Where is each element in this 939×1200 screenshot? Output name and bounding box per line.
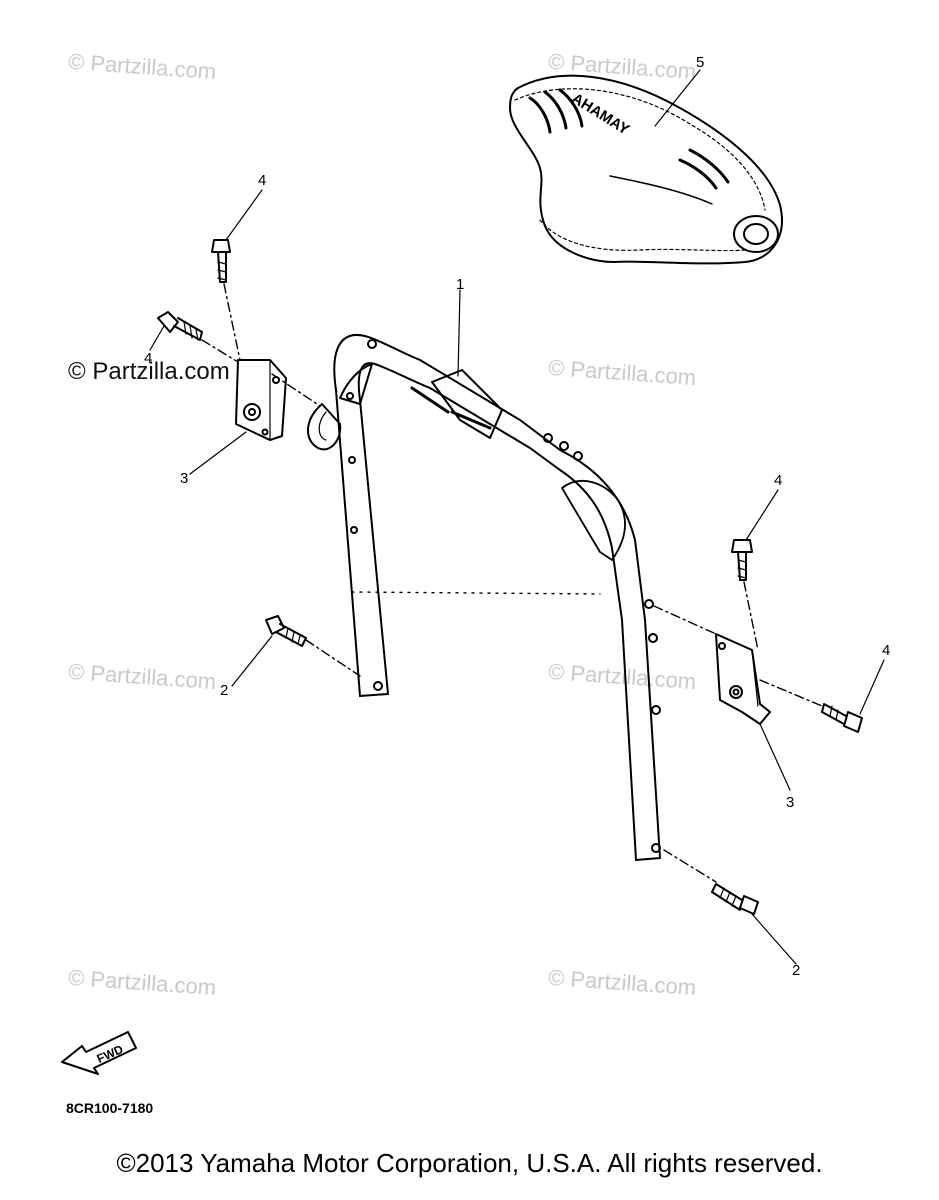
bolt-lower-right[interactable] <box>711 883 759 915</box>
bracket-right[interactable] <box>715 633 771 725</box>
bolt-top-right[interactable] <box>731 539 753 581</box>
callout-bolt-lower[interactable]: 2 <box>792 962 801 979</box>
fwd-arrow-icon: FWD <box>61 1031 137 1075</box>
callout-bolt-lower[interactable]: 2 <box>220 682 229 699</box>
bolt-right[interactable] <box>821 703 863 733</box>
callout-handlebar[interactable]: 1 <box>456 276 465 293</box>
diagram-code: 8CR100-7180 <box>66 1100 154 1116</box>
callout-pad[interactable]: 5 <box>696 54 705 71</box>
handlebar-assembly[interactable] <box>307 333 661 861</box>
bolt-lower-left[interactable] <box>265 615 307 647</box>
callout-bolt[interactable]: 4 <box>144 350 153 367</box>
leader-lines <box>149 69 885 965</box>
assembly-lines <box>201 283 823 883</box>
callout-bracket[interactable]: 3 <box>786 794 795 811</box>
copyright-notice: ©2013 Yamaha Motor Corporation, U.S.A. A… <box>116 1148 823 1178</box>
bracket-left[interactable] <box>235 359 287 441</box>
bolt-top-left[interactable] <box>211 239 231 283</box>
callout-bolt[interactable]: 4 <box>882 642 891 659</box>
handlebar-pad[interactable]: YAMAHA <box>509 74 783 265</box>
callout-bolt[interactable]: 4 <box>258 172 267 189</box>
callout-bracket[interactable]: 3 <box>180 470 189 487</box>
bolt-left[interactable] <box>157 311 203 341</box>
callout-bolt[interactable]: 4 <box>774 472 783 489</box>
watermark: © Partzilla.com <box>68 358 230 385</box>
